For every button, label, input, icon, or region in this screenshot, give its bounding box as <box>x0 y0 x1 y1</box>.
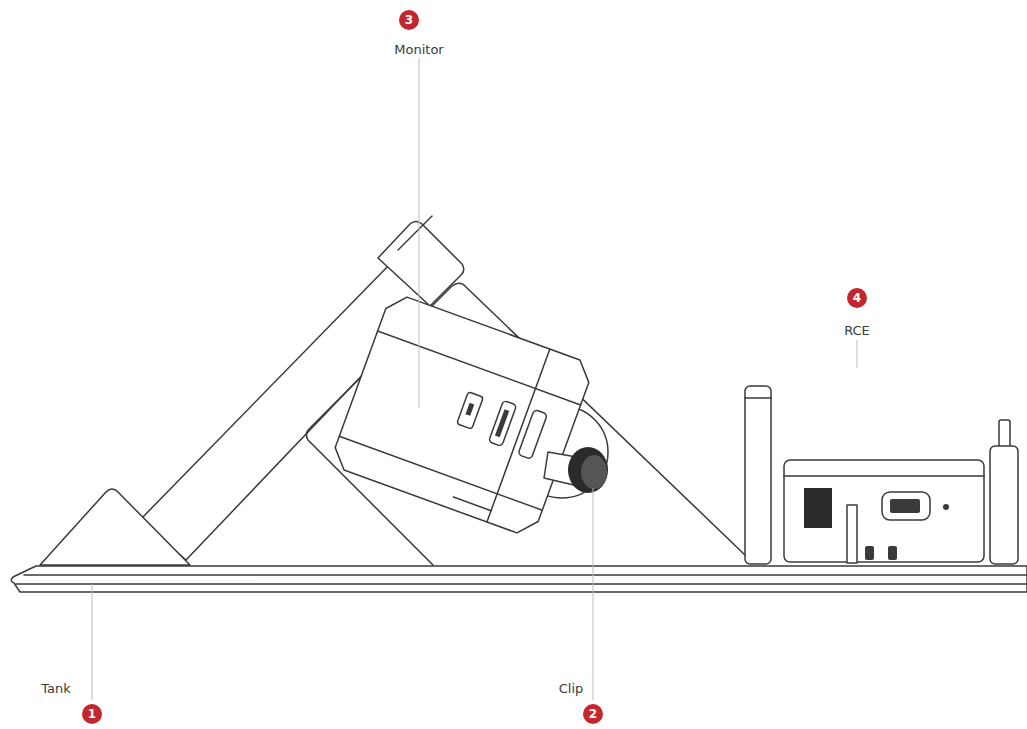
leader-line <box>419 58 420 408</box>
rce-vent <box>804 488 832 528</box>
monitor-port <box>488 400 516 446</box>
monitor-port-slot <box>495 409 509 437</box>
rce-led <box>943 504 949 510</box>
rce-connector <box>888 546 897 560</box>
callout-number: 3 <box>405 13 413 27</box>
clip-knob-face <box>581 455 607 489</box>
part-name: Tank <box>41 681 71 696</box>
clip-knob <box>568 447 608 493</box>
monitor-edge <box>378 331 581 405</box>
rce-body <box>784 460 984 562</box>
callout-circle <box>399 10 419 30</box>
foot-triangle <box>40 489 190 565</box>
rce-battery-level <box>890 499 920 513</box>
callout-number: 4 <box>853 291 861 305</box>
arm-cap <box>378 222 464 307</box>
leader-line <box>593 488 594 700</box>
post-edge <box>745 397 771 399</box>
part-name: Clip <box>559 681 584 696</box>
bracket-triangle <box>306 283 745 565</box>
callout-circle <box>847 288 867 308</box>
tank-edge <box>16 583 1027 585</box>
monitor-port-slot <box>466 403 475 416</box>
part-name: RCE <box>844 323 870 338</box>
post <box>990 446 1018 564</box>
rce-connector <box>865 546 874 560</box>
callout-circle <box>583 704 603 724</box>
leader-line <box>857 340 858 368</box>
leader-line <box>92 584 93 700</box>
rce-battery <box>882 492 930 520</box>
part-name: Monitor <box>394 42 443 57</box>
arm-cap-edge <box>398 216 432 250</box>
monitor-edge <box>339 436 542 510</box>
callout-number: 1 <box>88 707 96 721</box>
monitor-body <box>329 292 595 539</box>
post <box>745 386 771 564</box>
tank-edge <box>24 574 1027 576</box>
monitor-shell <box>329 292 595 539</box>
tank-plate <box>11 566 1027 592</box>
rce-edge <box>784 475 984 477</box>
monitor-slot <box>453 497 491 511</box>
monitor-port <box>518 409 548 459</box>
monitor-edge <box>487 349 550 522</box>
callout-circle <box>82 704 102 724</box>
rce-antenna <box>847 505 857 563</box>
callout-number: 2 <box>589 707 597 721</box>
monitor-port <box>457 392 484 429</box>
